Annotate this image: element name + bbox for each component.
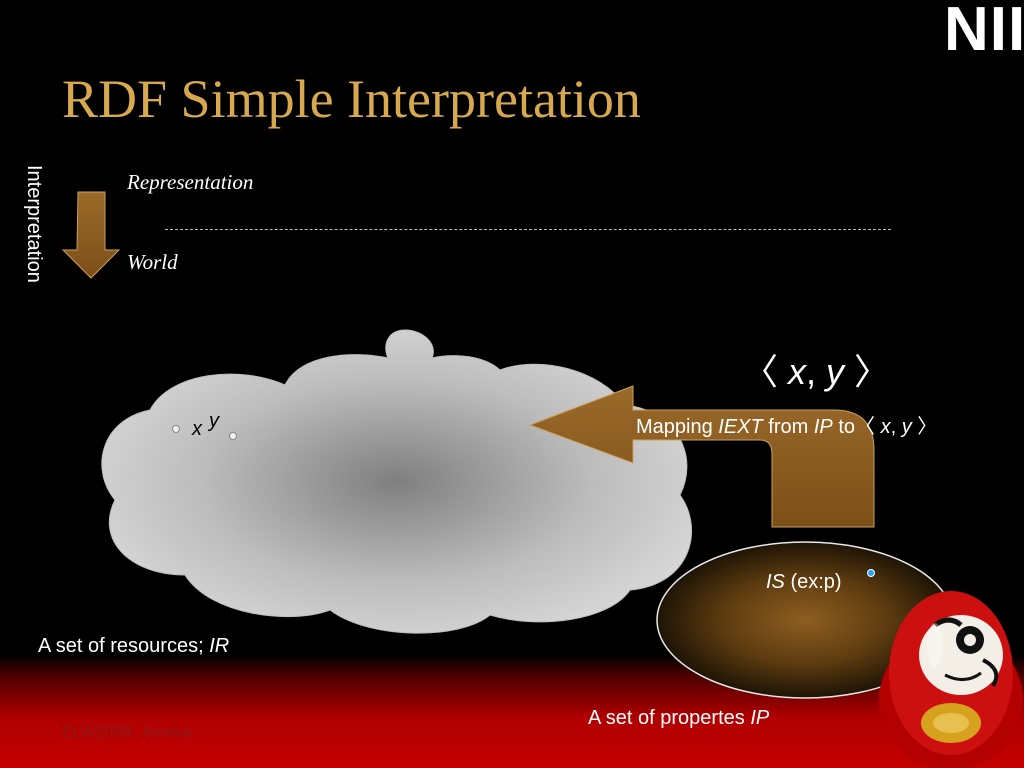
resources-caption-text: A set of resources; (38, 635, 210, 657)
pair-open: 〈 (742, 351, 789, 392)
mapping-close: 〉 (911, 416, 938, 438)
resources-cloud (101, 329, 693, 634)
pair-x: x (788, 351, 807, 392)
is-label-value: (ex:p) (784, 571, 842, 593)
properties-caption-ip: IP (750, 707, 770, 729)
resource-y-point (229, 432, 237, 440)
properties-caption: A set of propertes IP (588, 707, 769, 730)
is-label-name: IS (766, 571, 785, 593)
mapping-arrow (528, 385, 875, 528)
mapping-caption: Mapping IEXT from IP to〈 x, y 〉 (636, 410, 937, 439)
daruma-doll-image (879, 591, 1023, 768)
pair-comma: , (806, 351, 827, 392)
mapping-iext: IEXT (718, 416, 763, 438)
resource-y-label: y (209, 410, 219, 432)
pair-close: 〉 (844, 351, 891, 392)
mapping-prefix: Mapping (636, 416, 719, 438)
is-mapping-label: IS (ex:p) (766, 571, 842, 594)
mapping-to: to〈 (832, 416, 881, 438)
mapping-from: from (762, 416, 814, 438)
interpretation-vertical-label: Interpretation (22, 165, 52, 315)
pair-y: y (826, 351, 845, 392)
resources-caption-ir: IR (209, 635, 230, 657)
mapping-x: x (880, 416, 891, 438)
property-p-point (867, 569, 875, 577)
representation-world-divider (165, 229, 891, 230)
footer-text: ELW2009, Jenova (62, 724, 192, 741)
mapping-y: y (901, 416, 912, 438)
world-label: World (127, 250, 178, 274)
pair-heading: 〈 x, y 〉 (742, 343, 890, 395)
resource-x-label: x (192, 418, 202, 440)
interpretation-label-text: Interpretation (23, 165, 45, 283)
nii-logo: NII (944, 0, 1024, 64)
properties-caption-text: A set of propertes (588, 707, 751, 729)
resources-caption: A set of resources; IR (38, 635, 229, 658)
resource-x-point (172, 425, 180, 433)
mapping-comma: , (890, 416, 902, 438)
slide-title: RDF Simple Interpretation (62, 69, 641, 129)
mapping-ip: IP (813, 416, 833, 438)
interpretation-down-arrow (61, 191, 121, 279)
representation-label: Representation (127, 170, 254, 194)
